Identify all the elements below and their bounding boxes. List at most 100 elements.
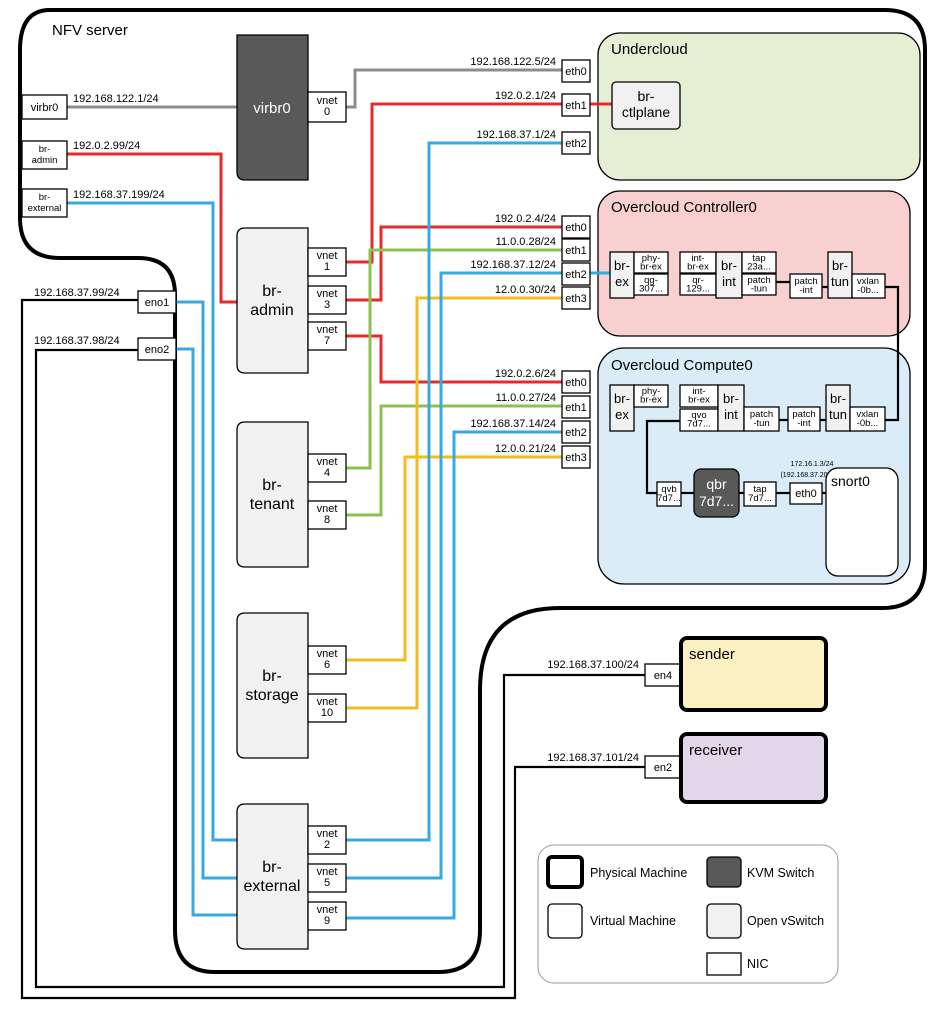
svg-text:receiver: receiver [689,742,742,759]
undercloud-title: Undercloud [611,41,688,58]
svg-text:qr-129...: qr-129... [686,275,710,295]
ip-undercloud-eth1: 192.0.2.1/24 [495,90,556,102]
wire-red-host-br-admin [67,152,237,304]
legend-kvm-switch: KVM Switch [747,866,814,880]
legend-nic-swatch [706,952,742,976]
svg-text:patch-tun: patch-tun [750,409,773,429]
svg-text:eth0: eth0 [565,66,586,78]
svg-text:eth1: eth1 [565,402,586,414]
svg-text:en2: en2 [654,762,672,774]
controller-nics: eth0 eth1 eth2 eth3 [561,215,591,310]
svg-text:br-int: br-int [721,258,737,289]
compute-title: Overcloud Compute0 [611,357,753,374]
ip-receiver: 192.168.37.101/24 [547,752,639,764]
nfv-server-outline [18,8,927,974]
svg-text:patch-int: patch-int [794,276,817,296]
svg-text:phy-br-ex: phy-br-ex [640,386,662,406]
legend-virtual-machine: Virtual Machine [590,914,676,928]
qbr-bridge [693,468,740,518]
svg-text:br-ex: br-ex [614,391,630,422]
wire-blue-compute-eth2 [346,430,562,920]
ip-compute-eth0: 192.0.2.6/24 [495,368,556,380]
ip-eno2: 192.168.37.98/24 [34,335,120,347]
svg-text:br-tun: br-tun [829,391,847,422]
svg-text:br-storage: br-storage [245,668,298,704]
svg-text:eth1: eth1 [565,245,586,257]
legend-virtual-machine-swatch [547,903,583,939]
wire-black-eno1-receiver [20,298,645,1000]
wire-black-vxlan-tunnel [885,285,900,422]
svg-text:eth3: eth3 [565,293,586,305]
sender-machine: en4 sender [644,636,828,712]
legend-physical-machine-swatch [546,855,584,889]
ip-controller-eth2: 192.168.37.12/24 [470,259,556,271]
svg-text:(192.168.37.200/24): (192.168.37.200/24) [780,472,843,479]
wire-blue-eno1 [176,300,237,880]
svg-text:br-admin: br-admin [250,283,294,319]
ip-virbr0: 192.168.122.1/24 [73,93,159,105]
legend-open-vswitch: Open vSwitch [747,914,824,928]
svg-text:br-admin: br-admin [32,144,58,166]
legend: Physical Machine KVM Switch Virtual Mach… [537,844,839,984]
br-ctlplane: br-ctlplane [611,81,681,130]
legend-nic: NIC [747,957,769,971]
ip-br-external: 192.168.37.199/24 [73,189,165,201]
svg-text:int-br-ex: int-br-ex [688,386,710,406]
ip-br-admin: 192.0.2.99/24 [73,140,140,152]
svg-text:en4: en4 [654,670,672,682]
legend-physical-machine: Physical Machine [590,866,687,880]
host-nic-virbr0: virbr0 [21,94,68,120]
wire-red-controller-eth0 [346,225,562,302]
controller-title: Overcloud Controller0 [611,199,757,216]
svg-text:eth0: eth0 [565,222,586,234]
svg-text:eth2: eth2 [565,138,586,150]
svg-text:br-external: br-external [28,192,62,214]
undercloud-nics: eth0 eth1 eth2 [561,59,591,155]
svg-text:br-ctlplane: br-ctlplane [622,88,670,120]
wire-blue-host-br-external [67,201,237,842]
wire-yellow-compute-eth3 [346,455,562,662]
svg-text:br-external: br-external [244,859,301,895]
ip-compute-eth3: 12.0.0.21/24 [495,443,556,455]
ip-eno1: 192.168.37.99/24 [34,287,120,299]
ip-compute-eth1: 11.0.0.27/24 [496,392,556,404]
svg-text:br-tenant: br-tenant [250,477,295,513]
wire-black-qvo-qvb [645,419,680,495]
wire-blue-eno2 [176,347,237,917]
svg-text:eno1: eno1 [145,297,169,309]
receiver-machine: en2 receiver [644,732,828,804]
host-nic-eno2: eno2 [137,337,177,361]
svg-text:patch-tun: patch-tun [747,275,770,295]
ip-controller-eth1: 11.0.0.28/24 [496,236,556,248]
ip-controller-eth0: 192.0.2.4/24 [495,213,556,225]
host-nic-br-external: br-external [21,188,68,218]
svg-text:172.16.1.3/24: 172.16.1.3/24 [791,461,834,468]
svg-text:br-tun: br-tun [831,258,849,289]
svg-text:br-int: br-int [723,391,739,422]
svg-text:eth2: eth2 [565,427,586,439]
legend-open-vswitch-swatch [706,903,742,939]
svg-text:eth0: eth0 [565,377,586,389]
svg-text:virbr0: virbr0 [253,100,291,117]
svg-text:eth2: eth2 [565,269,586,281]
wire-black-eno2-sender [34,348,645,989]
controller-bridges: br-ex phy-br-ex qg-307... int-br-ex qr-1… [609,251,886,299]
host-nic-br-admin: br-admin [21,140,68,170]
